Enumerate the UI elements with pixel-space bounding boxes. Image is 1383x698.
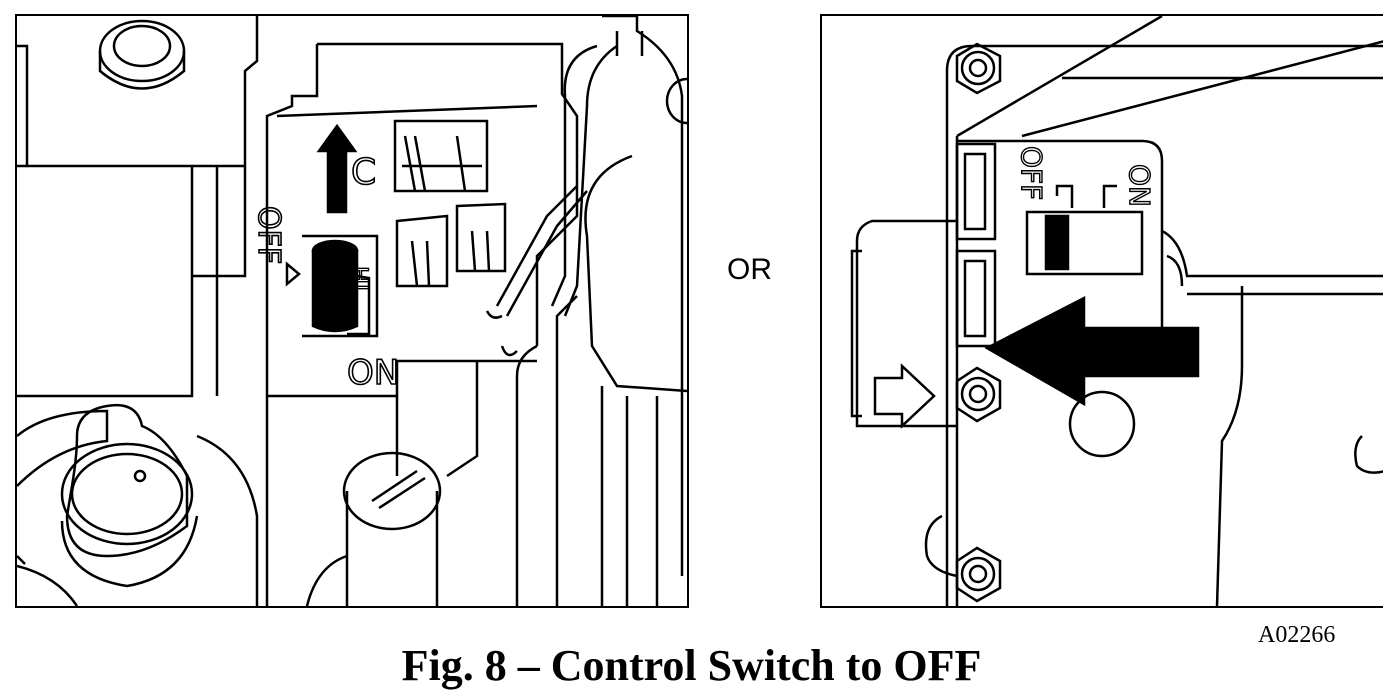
bottom-nut [955,546,1002,603]
gas-valve-illustration-left: C HI OFF ON [15,14,689,608]
middle-nut [955,366,1002,423]
alternate-valve-drawing [850,16,1383,606]
or-separator: OR [727,253,772,286]
top-nut [955,42,1002,95]
figure-caption: Fig. 8 – Control Switch to OFF [401,641,982,690]
gas-valve-illustration-right: OFF ON [820,14,1383,608]
figure-code: A02266 [1258,622,1336,648]
gas-valve-drawing [17,16,687,606]
